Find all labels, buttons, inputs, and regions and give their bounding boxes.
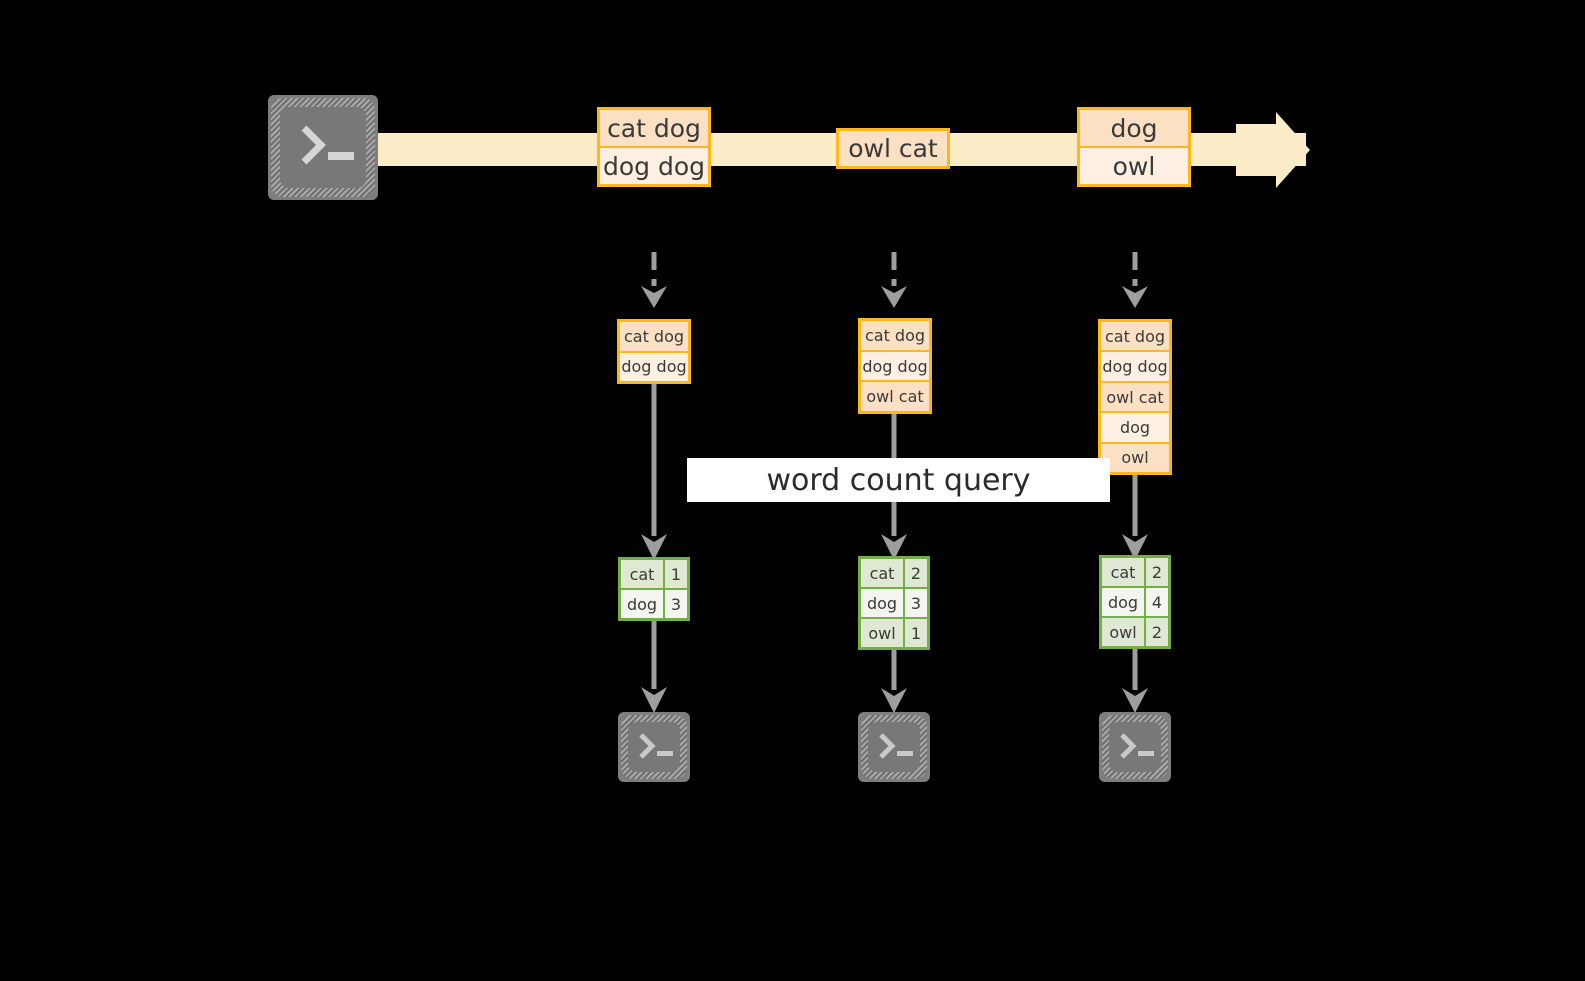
stream-to-buffer-connector-2 (881, 252, 907, 308)
table-row: owl 1 (861, 617, 927, 647)
result-count: 2 (1146, 618, 1168, 646)
query-label-text: word count query (766, 462, 1031, 498)
terminal-prompt-icon (1120, 733, 1154, 759)
record-line: owl cat (839, 131, 947, 166)
result-count: 1 (905, 619, 927, 647)
result-table-2[interactable]: cat 2 dog 3 owl 1 (858, 556, 930, 650)
result-word: dog (861, 589, 905, 617)
table-row: cat 2 (861, 559, 927, 587)
buffer-table-1[interactable]: cat dog dog dog (617, 319, 691, 384)
record-line: owl (1080, 146, 1188, 184)
stream-record-2[interactable]: owl cat (836, 128, 950, 169)
record-line: dog (1080, 110, 1188, 146)
result-count: 1 (665, 560, 687, 588)
result-word: cat (1102, 558, 1146, 586)
stream-record-3[interactable]: dog owl (1077, 107, 1191, 187)
buffer-table-3[interactable]: cat dog dog dog owl cat dog owl (1098, 319, 1172, 475)
query-label-band: word count query (687, 458, 1110, 502)
result-count: 2 (1146, 558, 1168, 586)
buffer-line: owl cat (861, 380, 929, 412)
result-count: 3 (905, 589, 927, 617)
buffer-to-result-connector-3 (1122, 474, 1148, 560)
source-terminal-icon[interactable] (268, 95, 378, 200)
sink-terminal-icon-3[interactable] (1099, 712, 1171, 782)
result-word: cat (621, 560, 665, 588)
result-to-sink-connector-2 (881, 650, 907, 713)
result-word: dog (621, 590, 665, 618)
record-line: cat dog (600, 110, 708, 146)
result-count: 3 (665, 590, 687, 618)
terminal-prompt-icon (639, 733, 673, 759)
result-table-1[interactable]: cat 1 dog 3 (618, 557, 690, 621)
result-word: dog (1102, 588, 1146, 616)
result-word: cat (861, 559, 905, 587)
buffer-line: owl cat (1101, 380, 1169, 412)
table-row: dog 3 (621, 588, 687, 618)
buffer-line: cat dog (620, 322, 688, 351)
buffer-table-2[interactable]: cat dog dog dog owl cat (858, 318, 932, 414)
result-to-sink-connector-1 (641, 621, 667, 713)
buffer-to-result-connector-1 (641, 384, 667, 560)
buffer-line: dog dog (620, 350, 688, 381)
result-word: owl (861, 619, 905, 647)
buffer-line: dog (1101, 411, 1169, 442)
sink-terminal-icon-1[interactable] (618, 712, 690, 782)
table-row: cat 1 (621, 560, 687, 588)
stream-to-buffer-connector-3 (1122, 252, 1148, 308)
result-table-3[interactable]: cat 2 dog 4 owl 2 (1099, 555, 1171, 649)
table-row: cat 2 (1102, 558, 1168, 586)
stream-record-1[interactable]: cat dog dog dog (597, 107, 711, 187)
result-to-sink-connector-3 (1122, 649, 1148, 713)
stream-to-buffer-connector-1 (641, 252, 667, 308)
buffer-line: cat dog (861, 321, 929, 350)
buffer-line: dog dog (861, 349, 929, 381)
result-count: 4 (1146, 588, 1168, 616)
result-word: owl (1102, 618, 1146, 646)
stream-arrow-icon (1236, 112, 1310, 188)
result-count: 2 (905, 559, 927, 587)
table-row: dog 3 (861, 587, 927, 617)
table-row: owl 2 (1102, 616, 1168, 646)
buffer-line: cat dog (1101, 322, 1169, 351)
terminal-prompt-icon (879, 733, 913, 759)
terminal-prompt-icon (301, 125, 354, 165)
sink-terminal-icon-2[interactable] (858, 712, 930, 782)
record-line: dog dog (600, 146, 708, 184)
table-row: dog 4 (1102, 586, 1168, 616)
buffer-line: dog dog (1101, 350, 1169, 381)
buffer-line: owl (1101, 441, 1169, 473)
